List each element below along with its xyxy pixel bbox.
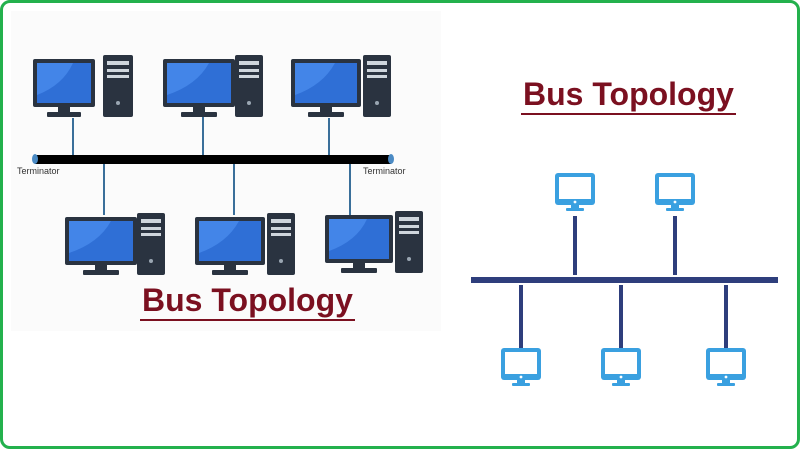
left-diagram-title: Bus Topology [140,282,355,321]
terminator-right-icon [388,154,394,164]
computer-icon [325,211,423,273]
monitor-icon [501,348,541,386]
bus-backbone [471,277,778,283]
computer-icon [291,55,391,117]
monitor-icon [601,348,641,386]
monitor-icon [706,348,746,386]
terminator-left-label: Terminator [17,166,60,176]
computer-icon [65,213,165,275]
monitor-icon [655,173,695,211]
right-diagram-title: Bus Topology [521,76,736,115]
terminator-left-icon [32,154,38,164]
bus-backbone [35,155,391,164]
right-bus-diagram [471,173,778,386]
monitor-icon [555,173,595,211]
computer-icon [163,55,263,117]
terminator-right-label: Terminator [363,166,406,176]
computer-icon [195,213,295,275]
left-bus-diagram [32,55,423,275]
computer-icon [33,55,133,117]
